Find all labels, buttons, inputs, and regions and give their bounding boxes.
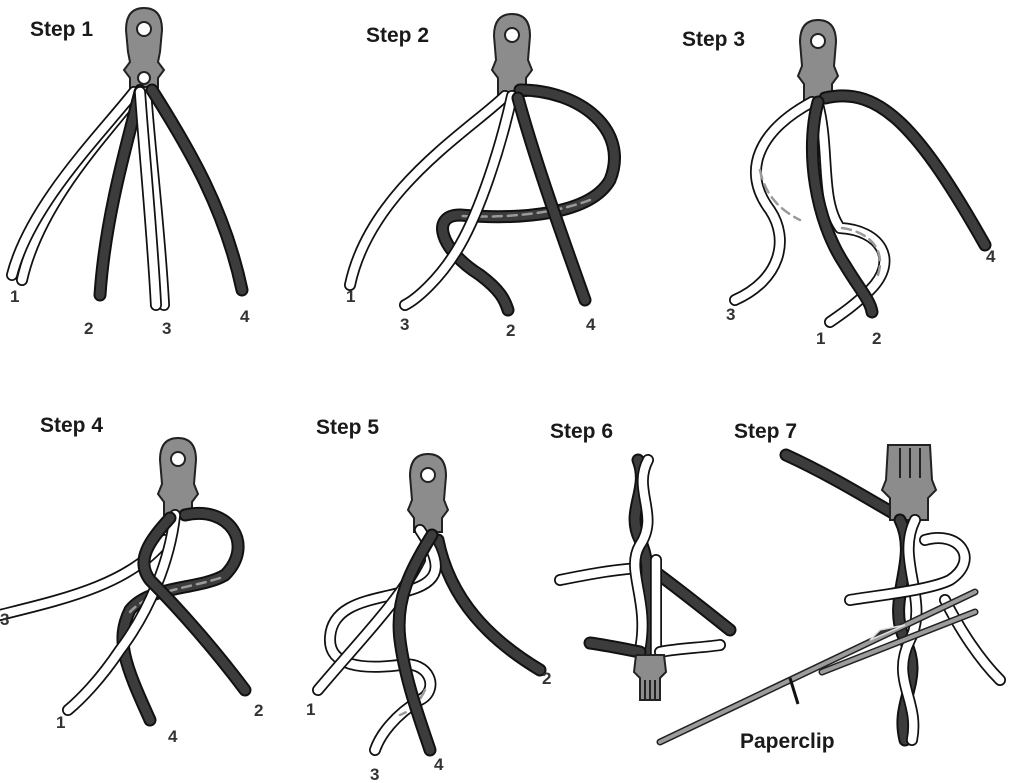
step-3-cord-4	[825, 96, 985, 245]
step-5-label-2: 2	[542, 669, 551, 688]
step-6-cord-bottom-left	[590, 643, 640, 652]
step-2-cord-2	[518, 98, 585, 300]
step-1-label-4: 4	[240, 307, 250, 326]
step-2-panel: Step 2 1 3 2 4	[346, 14, 614, 340]
step-1-title: Step 1	[30, 18, 93, 41]
step-7-buckle	[882, 445, 936, 520]
step-3-label-1: 1	[816, 329, 825, 348]
step-5-label-1: 1	[306, 700, 315, 719]
step-3-buckle	[798, 20, 838, 102]
step-3-label-2: 2	[872, 329, 881, 348]
step-5-buckle	[408, 454, 448, 532]
step-5-label-4: 4	[434, 755, 444, 774]
step-6-cord-top-left	[560, 568, 640, 580]
step-6-cord-bottom-right	[660, 645, 720, 652]
step-4-label-3: 3	[0, 610, 9, 629]
step-2-title: Step 2	[366, 24, 429, 47]
step-1-cord-3	[140, 92, 164, 305]
step-2-label-1: 1	[346, 287, 355, 306]
step-4-label-4: 4	[168, 727, 178, 746]
step-6-buckle-end	[634, 655, 666, 700]
step-2-label-3: 3	[400, 315, 409, 334]
step-6-braid	[635, 460, 656, 660]
step-3-panel: Step 3 3 1 2 4	[682, 20, 996, 348]
step-4-title: Step 4	[40, 414, 103, 437]
step-4-label-2: 2	[254, 701, 263, 720]
paperclip-label: Paperclip	[740, 730, 835, 753]
step-1-buckle	[124, 8, 164, 92]
step-1-label-2: 2	[84, 319, 93, 338]
step-7-title: Step 7	[734, 420, 797, 443]
step-1-label-3: 3	[162, 319, 171, 338]
step-3-cord-3	[735, 102, 812, 300]
step-1-panel: Step 1 1 2 3 4	[10, 8, 250, 338]
step-5-label-3: 3	[370, 765, 379, 783]
step-4-label-1: 1	[56, 713, 65, 732]
step-5-panel: Step 5 1 3 4 2	[306, 416, 551, 783]
step-1-label-1: 1	[10, 287, 19, 306]
step-7-panel: Step 7 Paperclip	[660, 420, 1000, 753]
step-3-label-4: 4	[986, 247, 996, 266]
step-3-title: Step 3	[682, 28, 745, 51]
step-5-cord-2	[438, 540, 540, 670]
step-4-buckle	[158, 438, 198, 518]
step-2-label-2: 2	[506, 321, 515, 340]
step-3-label-3: 3	[726, 305, 735, 324]
step-6-panel: Step 6	[550, 420, 730, 700]
step-6-title: Step 6	[550, 420, 613, 443]
step-4-panel: Step 4 3 1 4 2	[0, 414, 263, 746]
step-2-label-4: 4	[586, 315, 596, 334]
step-5-title: Step 5	[316, 416, 379, 439]
